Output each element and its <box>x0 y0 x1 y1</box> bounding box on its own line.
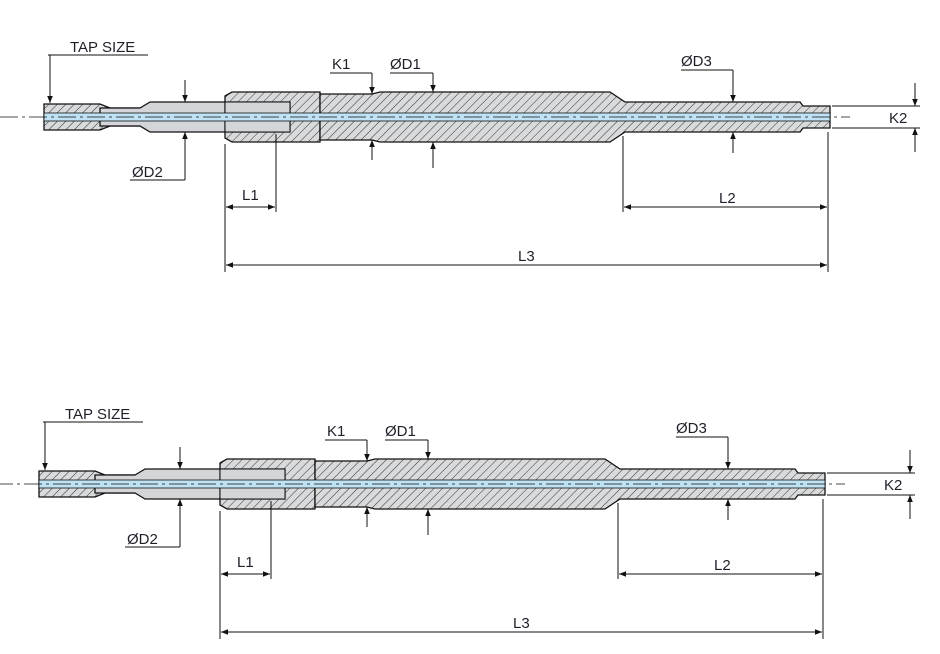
label-l3: L3 <box>518 248 535 265</box>
label-l2: L2 <box>719 190 736 207</box>
label-k1: K1 <box>327 423 345 440</box>
label-d3: ØD3 <box>681 53 712 70</box>
label-l1: L1 <box>237 554 254 571</box>
label-l3: L3 <box>513 615 530 632</box>
label-l2: L2 <box>714 557 731 574</box>
label-tap-size: TAP SIZE <box>65 406 130 423</box>
label-d2: ØD2 <box>127 531 158 548</box>
label-k2: K2 <box>889 110 907 127</box>
label-k1: K1 <box>332 56 350 73</box>
label-tap-size: TAP SIZE <box>70 39 135 56</box>
label-l1: L1 <box>242 187 259 204</box>
label-d1: ØD1 <box>390 56 421 73</box>
label-d2: ØD2 <box>132 164 163 181</box>
label-d3: ØD3 <box>676 420 707 437</box>
label-k2: K2 <box>884 477 902 494</box>
label-d1: ØD1 <box>385 423 416 440</box>
